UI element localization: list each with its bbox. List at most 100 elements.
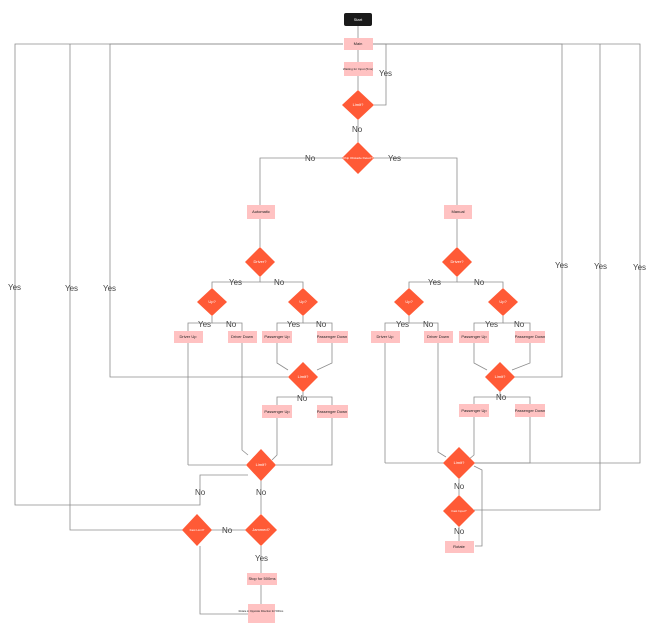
main-node[interactable]: Main	[344, 38, 373, 50]
nodes: Start Main Waiting for Input (5ms) Limit…	[174, 13, 545, 623]
pass-down-r2-node[interactable]: Passenger Down	[515, 404, 545, 417]
driver-l-label: Driver?	[254, 259, 268, 264]
fast-limit-diamond[interactable]: Fast Limit?	[182, 514, 212, 546]
edge-obstacle-automatic	[259, 157, 343, 205]
label-no-up1-l: No	[226, 320, 237, 329]
edge-limit2-yes-loop	[14, 43, 343, 506]
edge-fastinput-yes-loop	[474, 44, 601, 511]
pass-up-l-label: Passenger Up	[264, 334, 290, 339]
pass-up-l2-label: Passenger Up	[264, 409, 290, 414]
limit-l-label: Limit?	[298, 374, 309, 379]
up-r1-diamond[interactable]: Up?	[394, 288, 424, 316]
label-yes-far-r2: Yes	[594, 262, 607, 271]
driver-up-l-node[interactable]: Driver Up	[174, 331, 203, 343]
limit-r-diamond[interactable]: Limit?	[485, 362, 515, 392]
label-no-up2-l: No	[316, 320, 327, 329]
label-no-limit2-l: No	[195, 488, 206, 497]
label-no-driver-l: No	[274, 278, 285, 287]
driver-down-l-label: Driver Down	[231, 334, 253, 339]
pass-down-r-node[interactable]: Passenger Down	[515, 331, 545, 343]
edge-passup2r-limit2	[467, 417, 475, 461]
pass-up-l2-node[interactable]: Passenger Up	[262, 405, 292, 418]
label-yes-up2-l: Yes	[287, 320, 300, 329]
rotate-opposite-label: Rotate in Opposite Direction for 500ms	[239, 609, 284, 613]
edge-passdown2r-limit2	[474, 417, 531, 464]
edge-driver-r-up1	[408, 277, 458, 288]
driver-down-r-node[interactable]: Driver Down	[424, 331, 453, 343]
up-r2-diamond[interactable]: Up?	[488, 288, 518, 316]
pass-up-r2-label: Passenger Up	[461, 408, 487, 413]
pass-up-r-node[interactable]: Passenger Up	[459, 331, 489, 343]
label-yes-obstacle: Yes	[388, 154, 401, 163]
edge-driver-l-up1	[211, 277, 261, 288]
waiting-node[interactable]: Waiting for Input (5ms)	[343, 62, 373, 76]
driver-up-r-node[interactable]: Driver Up	[371, 331, 400, 343]
pass-down-l-node[interactable]: Passenger Down	[317, 331, 348, 343]
label-no-limit2-l-b: No	[256, 488, 267, 497]
fast-input-diamond[interactable]: Fast Input?	[443, 495, 475, 527]
edge-passup-limit	[276, 343, 289, 371]
label-yes-up1-l: Yes	[198, 320, 211, 329]
label-no-limit2-r: No	[454, 482, 465, 491]
edge-up1-driverdown	[212, 322, 243, 331]
edges	[14, 26, 641, 615]
driver-up-r-label: Driver Up	[377, 334, 395, 339]
edge-driverdown-r-down	[437, 343, 447, 458]
driver-up-l-label: Driver Up	[180, 334, 198, 339]
edge-labels: Yes No No Yes Yes No Yes No Yes No No Ye…	[8, 69, 646, 563]
driver-down-r-label: Driver Down	[427, 334, 449, 339]
label-yes-jammed: Yes	[255, 554, 268, 563]
obstacle-diamond[interactable]: Chip Obstacle Detect?	[342, 142, 374, 174]
fast-input-label: Fast Input?	[451, 509, 466, 513]
stop-500-node[interactable]: Stop for 500ms	[247, 573, 277, 585]
edge-rotate-fastlimit	[199, 546, 249, 615]
pass-up-r2-node[interactable]: Passenger Up	[459, 404, 489, 417]
start-node[interactable]: Start	[344, 13, 372, 26]
edge-driver-l-up2	[260, 281, 304, 288]
automatic-node[interactable]: Automatic	[247, 205, 275, 219]
label-no-up2-r: No	[514, 320, 525, 329]
edge-passupr-limit	[473, 343, 488, 371]
limit-l-diamond[interactable]: Limit?	[288, 362, 318, 392]
up-l2-diamond[interactable]: Up?	[288, 288, 318, 316]
label-yes-far-r1: Yes	[555, 261, 568, 270]
jammed-label: Jammed?	[252, 527, 270, 532]
limit-r2-label: Limit?	[454, 460, 465, 465]
limit-l2-diamond[interactable]: Limit?	[246, 449, 276, 481]
edge-passdown-limit	[316, 343, 333, 371]
limit-top-diamond[interactable]: Limit?	[342, 90, 374, 120]
edge-passup2-limit2	[271, 418, 278, 461]
manual-node-label: Manual	[451, 209, 464, 214]
jammed-diamond[interactable]: Jammed?	[245, 514, 277, 546]
limit-r2-diamond[interactable]: Limit?	[443, 447, 475, 479]
driver-r-label: Driver?	[451, 259, 465, 264]
rotate-label: Rotate	[453, 544, 466, 549]
label-yes-far-l2: Yes	[65, 284, 78, 293]
label-yes-far-r3: Yes	[633, 263, 646, 272]
limit-top-label: Limit?	[353, 102, 364, 107]
edge-up1r-driverdown	[409, 322, 439, 331]
rotate-opposite-node[interactable]: Rotate in Opposite Direction for 500ms	[239, 604, 284, 623]
edge-fastlimit-yes-loop	[69, 44, 183, 531]
edge-up1-driverup	[187, 316, 213, 331]
driver-r-diamond[interactable]: Driver?	[442, 247, 472, 277]
label-yes-up1-r: Yes	[396, 320, 409, 329]
driver-l-diamond[interactable]: Driver?	[245, 247, 275, 277]
pass-down-l2-node[interactable]: Passenger Down	[317, 405, 348, 418]
pass-up-l-node[interactable]: Passenger Up	[262, 331, 292, 343]
label-no-driver-r: No	[474, 278, 485, 287]
rotate-node[interactable]: Rotate	[445, 541, 474, 553]
edge-driverdown-l-down	[241, 343, 249, 456]
up-l1-label: Up?	[208, 299, 216, 304]
driver-down-l-node[interactable]: Driver Down	[228, 331, 257, 343]
edge-obstacle-manual	[373, 157, 458, 205]
automatic-node-label: Automatic	[252, 209, 270, 214]
manual-node[interactable]: Manual	[444, 205, 472, 219]
edge-up2r-passup	[473, 316, 504, 331]
up-l2-label: Up?	[299, 299, 307, 304]
up-l1-diamond[interactable]: Up?	[197, 288, 227, 316]
edge-limit2r-yes-loop	[373, 43, 641, 464]
edge-driver-r-up2	[457, 281, 504, 288]
